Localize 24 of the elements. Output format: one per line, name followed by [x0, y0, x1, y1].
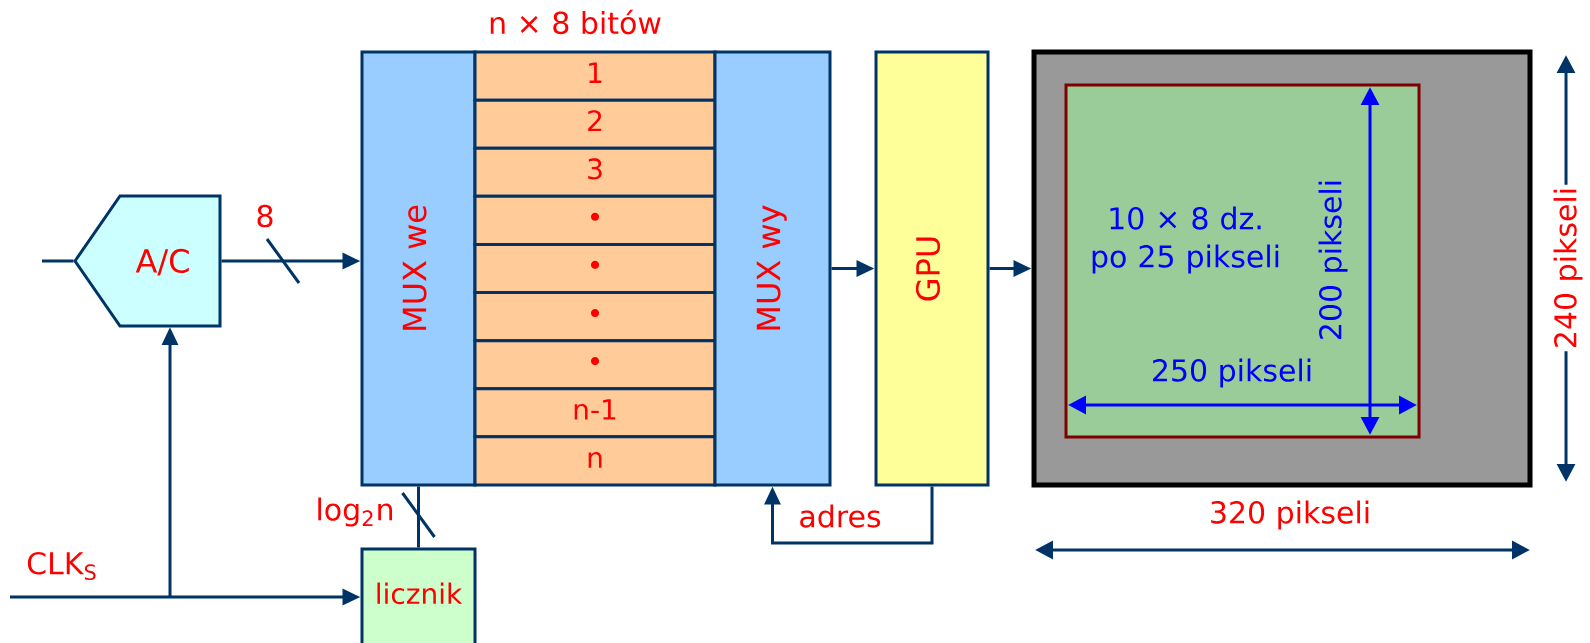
edge-label: CLK$_{S}$: [24, 549, 100, 583]
multiplexer-block: MUX we: [360, 50, 477, 487]
memory-cell: •: [473, 291, 717, 343]
memory-cell: •: [473, 194, 717, 246]
memory-cell: 3: [473, 146, 717, 198]
dimension-label: 200 pikseli: [1318, 181, 1348, 339]
multiplexer-block: MUX wy: [713, 50, 832, 487]
memory-cell: n: [473, 435, 717, 487]
memory-cell: •: [473, 242, 717, 295]
memory-cell: n-1: [473, 387, 717, 439]
memory-cell: 1: [473, 50, 717, 102]
dimension-label: 240 pikseli: [1551, 184, 1585, 352]
memory-cell: •: [473, 339, 717, 391]
arrow: [764, 486, 934, 545]
edge-label: 8: [253, 202, 277, 230]
converter-block: A/C: [73, 194, 222, 328]
dimension-label: 250 pikseli: [1153, 358, 1311, 388]
edge-label: log$_{2}$n: [313, 495, 397, 529]
dimension-label: n × 8 bitów: [490, 9, 661, 35]
counter-block: licznik: [360, 547, 477, 643]
memory-cell: 2: [473, 98, 717, 150]
gpu-block: GPU: [874, 50, 990, 487]
dimension-label: 320 pikseli: [1211, 500, 1369, 530]
edge-label: adres: [796, 502, 884, 530]
